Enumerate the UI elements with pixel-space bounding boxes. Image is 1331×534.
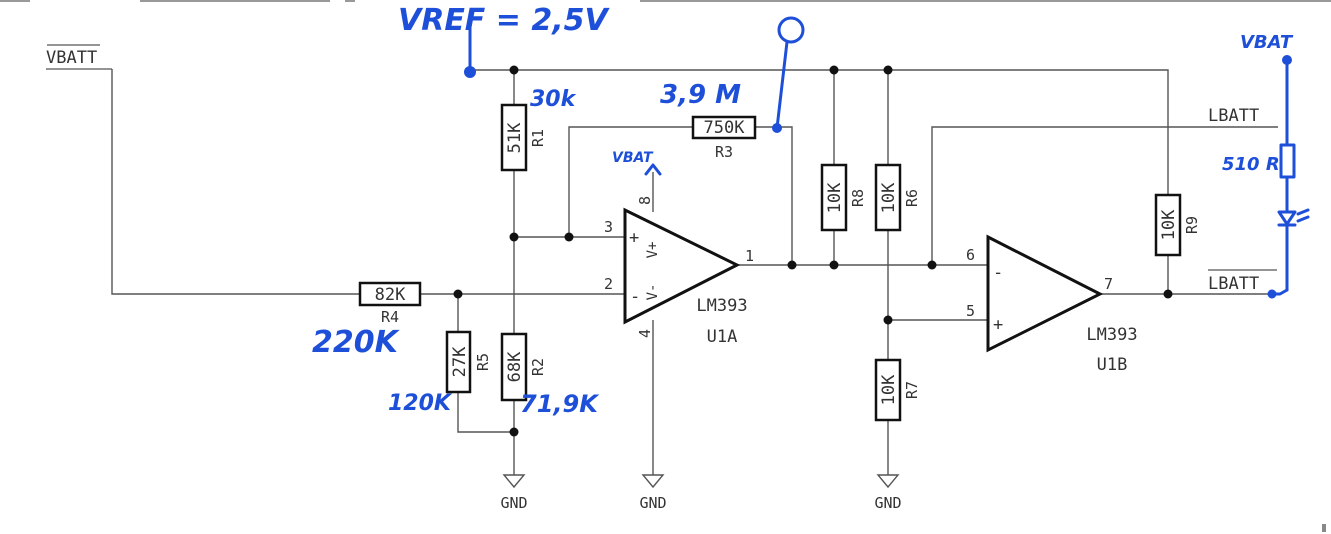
ground-symbol-left: GND — [500, 474, 528, 512]
r9-ref: R9 — [1183, 216, 1201, 234]
u1a-pin-2: 2 — [604, 275, 613, 293]
junctions — [453, 65, 1173, 437]
u1a-plus-sign: + — [629, 228, 639, 248]
u1a-pin-3: 3 — [604, 218, 613, 236]
u1b-minus-sign: - — [993, 263, 1003, 283]
u1b-pin-5: 5 — [966, 302, 975, 320]
r3-ref: R3 — [715, 143, 733, 161]
ink-vref-text: VREF = 2,5V — [398, 3, 610, 38]
resistor-r3: 750K R3 — [691, 115, 757, 161]
r1-ref: R1 — [529, 129, 547, 147]
ink-r4-new: 220K — [312, 325, 401, 360]
ink-r2-text: 71,9K — [520, 390, 600, 418]
ink-r3-new: 3,9 M — [660, 16, 805, 133]
u1a-pin-1: 1 — [745, 247, 754, 265]
u1a-pin-4: 4 — [636, 329, 654, 338]
resistor-r2: 68K R2 — [500, 332, 547, 402]
ink-u1a-supply-text: VBAT — [612, 150, 654, 166]
ink-r4-text: 220K — [312, 325, 401, 360]
wires — [111, 69, 1278, 475]
u1a-part: LM393 — [696, 296, 747, 316]
r6-ref: R6 — [903, 189, 921, 207]
net-lbatt-bar: LBATT — [1208, 269, 1277, 294]
u1b-pin-7: 7 — [1104, 275, 1113, 293]
r8-ref: R8 — [849, 189, 867, 207]
r3-value: 750K — [704, 118, 746, 138]
lbatt-bar-label: LBATT — [1208, 274, 1259, 294]
gnd-label-u1a: GND — [639, 494, 666, 512]
u1b-ref: U1B — [1097, 355, 1128, 375]
r8-value: 10K — [825, 182, 845, 213]
u1a-vplus: V+ — [645, 242, 661, 259]
r2-ref: R2 — [529, 358, 547, 376]
r7-ref: R7 — [903, 381, 921, 399]
ink-r2-new: 71,9K — [520, 390, 600, 418]
u1b-plus-sign: + — [993, 315, 1003, 335]
ink-r1-text: 30k — [530, 87, 577, 112]
r4-value: 82K — [375, 285, 406, 305]
scan-artifact — [1322, 524, 1326, 532]
r2-value: 68K — [505, 351, 525, 382]
net-vbatt-input: VBATT — [46, 44, 112, 70]
ink-r5-text: 120K — [388, 391, 453, 416]
ink-r1-new: 30k — [530, 87, 577, 112]
comparator-u1b: - + 6 5 7 LM393 U1B — [966, 234, 1138, 375]
vbatt-input-label: VBATT — [46, 48, 97, 68]
resistor-r7: 10K R7 — [874, 358, 921, 422]
ink-led-res-text: 510 R — [1222, 154, 1280, 175]
resistor-r1: 51K R1 — [500, 103, 547, 172]
ink-r5-new: 120K — [388, 391, 453, 416]
ink-u1a-supply: VBAT — [612, 150, 662, 176]
net-lbatt: LBATT — [1208, 106, 1259, 126]
u1a-ref: U1A — [707, 327, 738, 347]
r5-value: 27K — [450, 346, 470, 377]
r1-value: 51K — [505, 122, 525, 153]
r6-value: 10K — [879, 182, 899, 213]
u1b-part: LM393 — [1086, 325, 1137, 345]
ink-led-circuit: VBAT 510 R — [1222, 32, 1310, 299]
u1a-minus-sign: - — [630, 287, 640, 307]
ground-symbol-u1a: GND — [639, 474, 667, 512]
r4-ref: R4 — [381, 308, 399, 326]
u1a-vminus: V- — [645, 284, 661, 301]
ink-vbat-right-text: VBAT — [1240, 32, 1294, 53]
comparator-u1a: + - V+ V- 3 2 1 8 4 LM393 U1A — [604, 196, 754, 347]
resistor-r5: 27K R5 — [445, 330, 492, 394]
r7-value: 10K — [879, 374, 899, 405]
u1a-pin-8: 8 — [636, 196, 654, 205]
resistor-r6: 10K R6 — [874, 163, 921, 232]
lbatt-label: LBATT — [1208, 106, 1259, 126]
resistor-r4: 82K R4 — [358, 281, 422, 326]
resistor-r8: 10K R8 — [820, 163, 867, 232]
ink-r3-text: 3,9 M — [660, 80, 741, 110]
gnd-label-r7: GND — [874, 494, 901, 512]
ground-symbol-r7: GND — [874, 474, 902, 512]
gnd-label-left: GND — [500, 494, 527, 512]
u1b-pin-6: 6 — [966, 246, 975, 264]
ink-vref: VREF = 2,5V — [398, 3, 610, 78]
r5-ref: R5 — [474, 353, 492, 371]
r9-value: 10K — [1159, 209, 1179, 240]
resistor-r9: 10K R9 — [1154, 193, 1201, 257]
